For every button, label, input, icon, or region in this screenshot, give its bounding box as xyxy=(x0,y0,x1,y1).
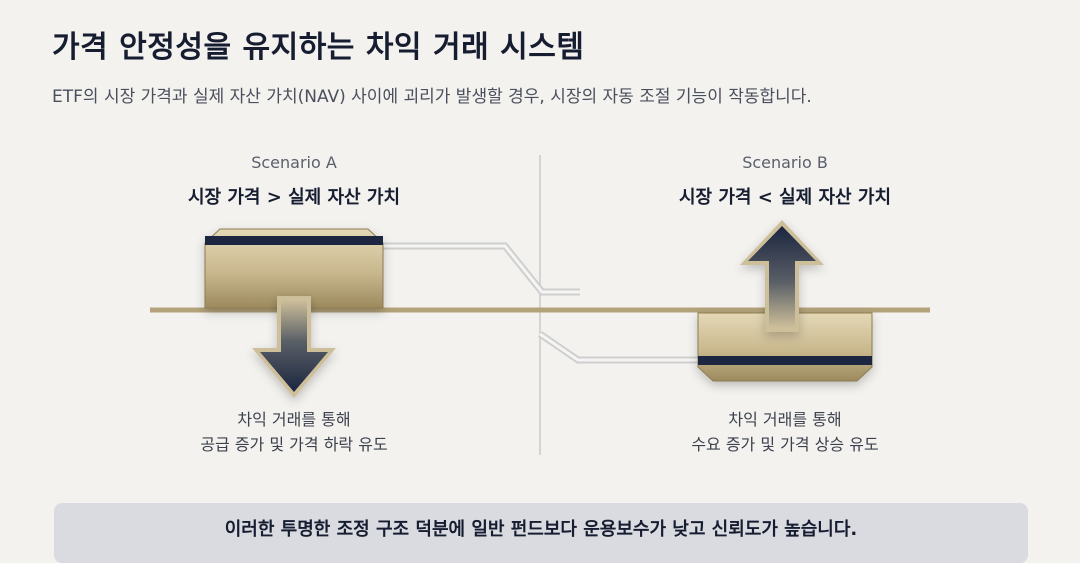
scenario-b-caption: 차익 거래를 통해 수요 증가 및 가격 상승 유도 xyxy=(625,407,945,457)
page-subtitle: ETF의 시장 가격과 실제 자산 가치(NAV) 사이에 괴리가 발생할 경우… xyxy=(52,87,812,107)
scenario-a-box xyxy=(204,228,384,309)
scenario-b-box xyxy=(697,312,873,382)
connector-upper xyxy=(383,242,580,296)
connector-lower xyxy=(538,331,700,364)
scenario-a-title: 시장 가격 > 실제 자산 가치 xyxy=(187,187,400,208)
up-arrow xyxy=(740,220,824,332)
down-arrow xyxy=(252,296,336,398)
scenario-b-caption-line2: 수요 증가 및 가격 상승 유도 xyxy=(691,435,879,454)
scenario-b-label: Scenario B xyxy=(742,153,828,172)
scenario-b-title: 시장 가격 < 실제 자산 가치 xyxy=(678,187,891,208)
footer-text: 이러한 투명한 조정 구조 덕분에 일반 펀드보다 운용보수가 낮고 신뢰도가 … xyxy=(224,519,858,540)
scenario-b-caption-line1: 차익 거래를 통해 xyxy=(728,410,842,429)
scenario-a-caption-line2: 공급 증가 및 가격 하락 유도 xyxy=(200,435,388,454)
page-title: 가격 안정성을 유지하는 차익 거래 시스템 xyxy=(52,30,585,65)
footer-banner: 이러한 투명한 조정 구조 덕분에 일반 펀드보다 운용보수가 낮고 신뢰도가 … xyxy=(54,503,1028,563)
scenario-a-label: Scenario A xyxy=(251,153,337,172)
scenario-a-caption-line1: 차익 거래를 통해 xyxy=(237,410,351,429)
scenario-a-caption: 차익 거래를 통해 공급 증가 및 가격 하락 유도 xyxy=(134,407,454,457)
